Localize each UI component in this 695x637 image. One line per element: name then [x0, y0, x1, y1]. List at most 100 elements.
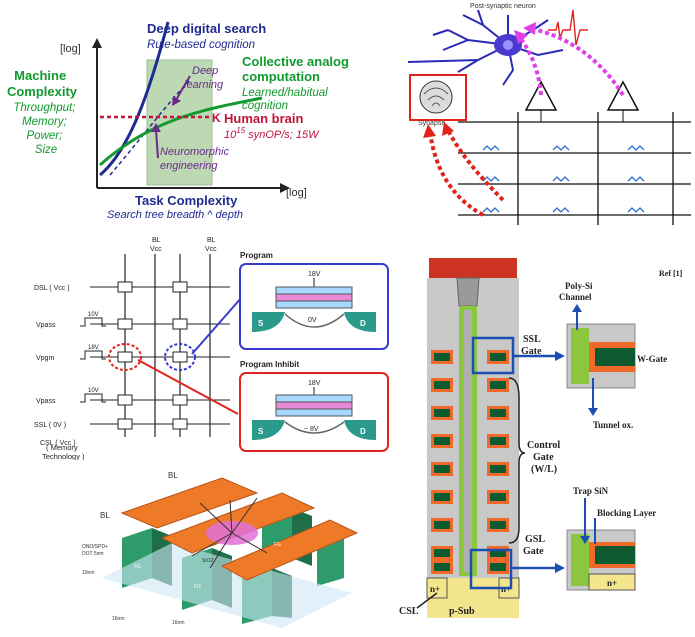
complexity-diagram: [log] [log] Machine Complexity Throughpu… — [7, 21, 353, 221]
collective-title: Collective analog computation — [242, 54, 353, 84]
gate-layer-core — [490, 549, 506, 557]
trap-sin-label: Trap SiN — [573, 486, 609, 496]
svg-text:10V: 10V — [88, 388, 99, 394]
gate-layer-core — [434, 381, 450, 389]
svg-text:SSL ( 0V ): SSL ( 0V ) — [34, 422, 66, 429]
collective-curve — [98, 96, 263, 167]
wl-label-1: W — [292, 463, 300, 472]
human-brain-marker: K — [212, 111, 221, 125]
gsl-detail-n-plus: n+ — [607, 578, 617, 588]
inhibit-channel — [284, 421, 345, 434]
human-brain-subtitle: 1015 synOP/s; 15W — [224, 126, 320, 141]
svg-text:10nm: 10nm — [82, 570, 95, 576]
inhibit-drain-label: D — [360, 427, 366, 436]
y-axis-label: [log] — [60, 43, 81, 55]
csl-line — [416, 592, 438, 609]
vnand-plug — [456, 277, 480, 307]
crossbar-3d-panel: W W W BL BL ONO/SPD+ DOT 5nm 10nm 16nm 1… — [82, 458, 362, 628]
vnand-gate-stack — [431, 350, 509, 574]
tunnel-ox-arrowhead — [588, 408, 598, 416]
svg-text:FG: FG — [194, 584, 201, 590]
svg-text:DOT 5nm: DOT 5nm — [82, 551, 104, 557]
n-plus-left — [426, 577, 448, 599]
gate-layer-core — [490, 521, 506, 529]
red-arrowhead-2 — [442, 122, 454, 136]
deep-learning-arrowhead — [172, 96, 181, 106]
crossbar-3d-misc-labels: ONO/SPD+ DOT 5nm 10nm 16nm 16nm SiO2 FG … — [82, 542, 281, 626]
bl-label-2: BL — [100, 511, 110, 520]
gate-layer-core — [490, 437, 506, 445]
program-title: Program — [240, 251, 273, 260]
program-channel-voltage: 0V — [308, 317, 317, 324]
inhibit-source-label: S — [258, 427, 264, 436]
neuron-nucleus — [503, 40, 513, 50]
program-ox-layer — [275, 300, 353, 309]
svg-text:DSL ( Vcc ): DSL ( Vcc ) — [34, 285, 70, 292]
machine-complexity-subtitle: Throughput; Memory; Power; Size — [13, 102, 78, 156]
base-plane — [102, 543, 352, 628]
human-brain-title: Human brain — [224, 111, 304, 126]
trap-sin-arrowhead — [580, 536, 590, 544]
inhibit-channel-voltage: ~ 8V — [304, 426, 319, 433]
ref-label: Ref [1] — [659, 269, 683, 278]
crossbar-grid — [458, 112, 691, 225]
csl-label: CSL — [399, 606, 419, 617]
svg-text:FG: FG — [134, 564, 141, 570]
neuromorphic-band — [146, 59, 213, 186]
synapse-image-detail — [423, 87, 449, 107]
p-sub-label: p-Sub — [449, 606, 475, 617]
ssl-detail — [566, 323, 636, 389]
gate-layer-core — [434, 437, 450, 445]
deep-learning-arrow — [175, 75, 191, 101]
magenta-arrowhead-right — [523, 22, 536, 35]
inhibit-cell-circle — [164, 343, 196, 371]
nand-transistors — [117, 281, 188, 430]
gate-layer-core — [434, 493, 450, 501]
magenta-arrowhead-left — [514, 30, 528, 44]
svg-text:16nm: 16nm — [172, 620, 185, 626]
red-arrowhead-1 — [423, 124, 436, 138]
machine-complexity-title: Machine Complexity — [7, 68, 78, 99]
control-gate-brace — [508, 377, 526, 544]
svg-text:18V: 18V — [88, 345, 99, 351]
gate-layer-core — [434, 353, 450, 361]
nand-pulse-icons — [80, 317, 106, 403]
gate-layer-core — [434, 563, 450, 571]
selected-cell-circle — [108, 343, 142, 371]
inhibit-pointer — [137, 359, 239, 415]
neuromorphic-arrow — [155, 129, 159, 159]
nand-bitlines — [124, 254, 211, 437]
vnand-channel-core — [464, 310, 472, 572]
gate-layer-core — [490, 493, 506, 501]
gate-layer-core — [434, 549, 450, 557]
x-axis-label: [log] — [286, 187, 307, 199]
svg-text:ONO/SPD+: ONO/SPD+ — [82, 544, 108, 550]
inhibit-drain-region — [344, 420, 376, 440]
svg-text:SiO2: SiO2 — [202, 558, 213, 564]
nand-mini-voltages: 10V 18V 10V — [88, 312, 99, 394]
red-arrow-1 — [428, 131, 484, 217]
program-drain-label: D — [360, 319, 366, 328]
svg-text:FG: FG — [274, 542, 281, 548]
neuromorphic-label: Neuromorphic engineering — [160, 146, 232, 172]
gate-layer-core — [490, 465, 506, 473]
deep-digital-title: Deep digital search — [147, 21, 266, 36]
post-synaptic-caption: Post-synaptic neuron — [470, 3, 536, 10]
svg-text:Vpass: Vpass — [36, 398, 56, 405]
neuron-crossbar-panel: Post-synaptic neuron Synapse — [388, 0, 695, 232]
program-source-label: S — [258, 319, 264, 328]
program-drain-region — [344, 312, 376, 332]
program-pointer — [191, 296, 243, 355]
wl-label-3: W — [342, 483, 350, 492]
gate-layer-core — [490, 563, 506, 571]
svg-text:Vpgm: Vpgm — [36, 355, 54, 362]
gate-layer-core — [434, 521, 450, 529]
task-complexity-title: Task Complexity — [135, 193, 238, 208]
program-fg-layer — [275, 293, 353, 302]
synapse-image — [419, 80, 453, 114]
